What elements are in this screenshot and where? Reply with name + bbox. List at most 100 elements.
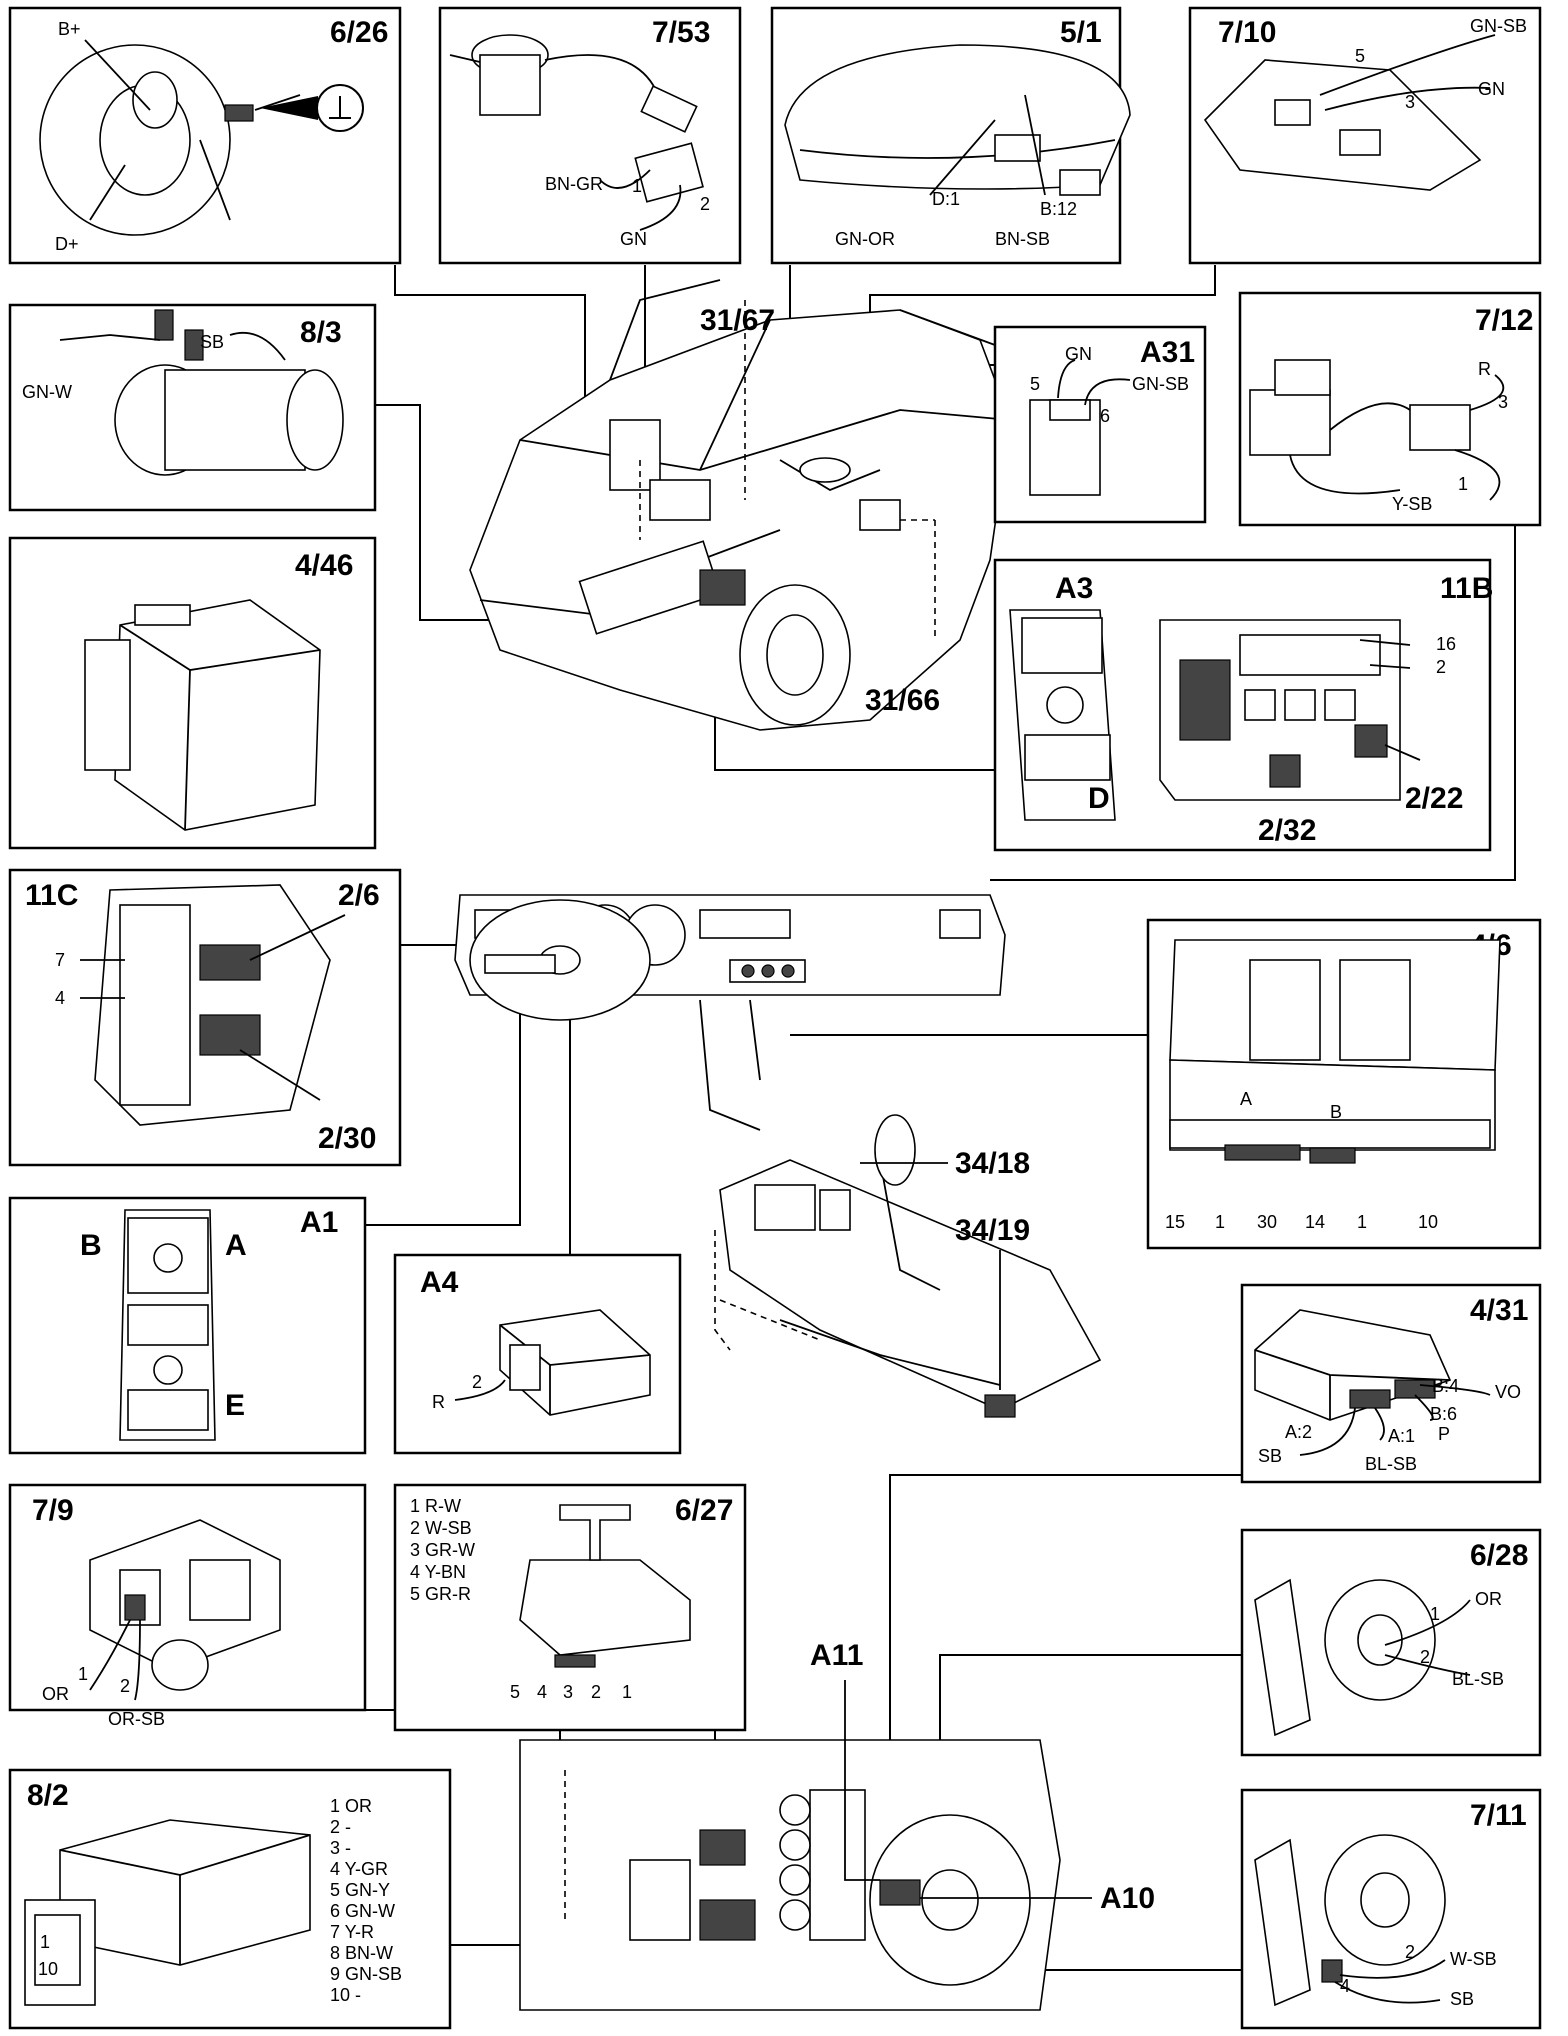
legend-item: 5 GR-R — [410, 1584, 471, 1604]
panel-id: 8/3 — [300, 316, 342, 349]
panel-6-26: 6/26 B+ D+ — [8, 6, 402, 265]
panel-id: 6/28 — [1470, 1539, 1528, 1572]
wire-sb: SB — [200, 332, 224, 352]
pin-4: 4 — [537, 1682, 547, 1702]
wire-or: OR — [1475, 1589, 1502, 1609]
wire-r: R — [1478, 359, 1491, 379]
panel-id: 6/27 — [675, 1494, 733, 1527]
panel-a4: A4 R 2 — [393, 1253, 682, 1455]
legend-item: 4 Y-BN — [410, 1562, 466, 1582]
panel-id: 8/2 — [27, 1779, 69, 1812]
pin-1: 1 — [1458, 474, 1468, 494]
legend-item: 3 GR-W — [410, 1540, 475, 1560]
wire-sb: SB — [1450, 1989, 1474, 2009]
pin-2: 2 — [1420, 1647, 1430, 1667]
panel-id: 7/53 — [652, 16, 710, 49]
pin-10: 10 — [38, 1959, 58, 1979]
center-callouts: 31/67 31/66 34/18 34/19 A11 A10 — [700, 304, 1155, 1915]
panel-id: 6/26 — [330, 16, 388, 49]
panel-5-1: 5/1 D:1 B:12 GN-OR BN-SB — [770, 6, 1131, 265]
pin-1: 1 — [622, 1682, 632, 1702]
wire-gn-w: GN-W — [22, 382, 72, 402]
panel-a3: A3 11B 16 2 D 2/32 2/22 — [993, 558, 1493, 852]
dashboard-illustration — [454, 894, 1006, 1131]
legend-item: 5 GN-Y — [330, 1880, 390, 1900]
pin-1-b: 1 — [1357, 1212, 1367, 1232]
wire-bn-gr: BN-GR — [545, 174, 603, 194]
pin-3: 3 — [1498, 392, 1508, 412]
pin-2: 2 — [1405, 1942, 1415, 1962]
panel-id: 5/1 — [1060, 16, 1102, 49]
legend-item: 6 GN-W — [330, 1901, 395, 1921]
panel-a1: A1 B A E — [8, 1196, 367, 1455]
label-a2: A:2 — [1285, 1422, 1312, 1442]
panel-id: 11C — [25, 879, 78, 912]
legend-item: 7 Y-R — [330, 1922, 374, 1942]
label-11b: 11B — [1440, 572, 1493, 605]
panel-11c: 11C 2/6 7 4 2/30 — [8, 868, 402, 1167]
panel-id: 7/12 — [1475, 304, 1533, 337]
legend-item: 2 - — [330, 1817, 351, 1837]
panel-id: 7/9 — [32, 1494, 74, 1527]
panel-id: 7/10 — [1218, 16, 1276, 49]
panel-id: A3 — [1055, 572, 1093, 605]
label-b: B — [1330, 1102, 1342, 1122]
legend-item: 10 - — [330, 1985, 361, 2005]
panel-4-46: 4/46 — [8, 536, 377, 850]
pin-3: 3 — [563, 1682, 573, 1702]
pin-2: 2 — [700, 194, 710, 214]
label-a1: A:1 — [1388, 1426, 1415, 1446]
callout-a10: A10 — [1100, 1882, 1155, 1915]
callout-31-67: 31/67 — [700, 304, 775, 337]
legend-item: 2 W-SB — [410, 1518, 472, 1538]
legend-item: 4 Y-GR — [330, 1859, 388, 1879]
panel-7-10: 7/10 5 GN-SB GN 3 — [1188, 6, 1542, 265]
pin-1-a: 1 — [1215, 1212, 1225, 1232]
wire-r: R — [432, 1392, 445, 1412]
legend-item: 3 - — [330, 1838, 351, 1858]
legend-item: 1 R-W — [410, 1496, 461, 1516]
wire-bl-sb: BL-SB — [1452, 1669, 1504, 1689]
callout-34-18: 34/18 — [955, 1147, 1030, 1180]
wire-w-sb: W-SB — [1450, 1949, 1497, 1969]
label-d-plus: D+ — [55, 234, 79, 254]
leader-6-26 — [394, 265, 586, 460]
panel-id: 4/31 — [1470, 1294, 1528, 1327]
legend-item: 9 GN-SB — [330, 1964, 402, 1984]
label-d1: D:1 — [932, 189, 960, 209]
legend-item: 8 BN-W — [330, 1943, 393, 1963]
wire-bl-sb: BL-SB — [1365, 1454, 1417, 1474]
label-b12: B:12 — [1040, 199, 1077, 219]
panel-id: A4 — [420, 1266, 459, 1299]
panel-8-2: 8/2 1 10 1 OR 2 - 3 - 4 Y-GR 5 GN-Y 6 GN… — [8, 1768, 452, 2030]
panel-6-27: 6/27 1 R-W 2 W-SB 3 GR-W 4 Y-BN 5 GR-R 5… — [393, 1483, 747, 1732]
leader-7-12 — [990, 525, 1516, 881]
pin-2: 2 — [120, 1676, 130, 1696]
wire-gn: GN — [1065, 344, 1092, 364]
panel-7-9: 7/9 1 2 OR OR-SB — [8, 1483, 367, 1729]
label-a: A — [1240, 1089, 1252, 1109]
panel-id: 4/46 — [295, 549, 353, 582]
wire-or-sb: OR-SB — [108, 1709, 165, 1729]
pin-2: 2 — [472, 1372, 482, 1392]
label-e: E — [225, 1389, 245, 1422]
wire-sb: SB — [1258, 1446, 1282, 1466]
wire-gn-sb: GN-SB — [1470, 16, 1527, 36]
label-2: 2 — [1436, 657, 1446, 677]
pin-30: 30 — [1257, 1212, 1277, 1232]
wire-bn-sb: BN-SB — [995, 229, 1050, 249]
panel-4-6: 4/6 A B 15 1 30 14 1 10 — [1146, 918, 1542, 1250]
panel-7-53: 7/53 BN-GR 1 2 GN — [438, 6, 742, 265]
wire-gn-or: GN-OR — [835, 229, 895, 249]
pin-2: 2 — [591, 1682, 601, 1702]
wire-gn: GN — [620, 229, 647, 249]
leader-a1 — [365, 990, 521, 1226]
pin-10: 10 — [1418, 1212, 1438, 1232]
label-b-plus: B+ — [58, 19, 81, 39]
pin-1: 1 — [40, 1932, 50, 1952]
pin-5: 5 — [510, 1682, 520, 1702]
wire-or: OR — [42, 1684, 69, 1704]
pin-15: 15 — [1165, 1212, 1185, 1232]
pin-1: 1 — [632, 176, 642, 196]
label-b: B — [80, 1229, 102, 1262]
